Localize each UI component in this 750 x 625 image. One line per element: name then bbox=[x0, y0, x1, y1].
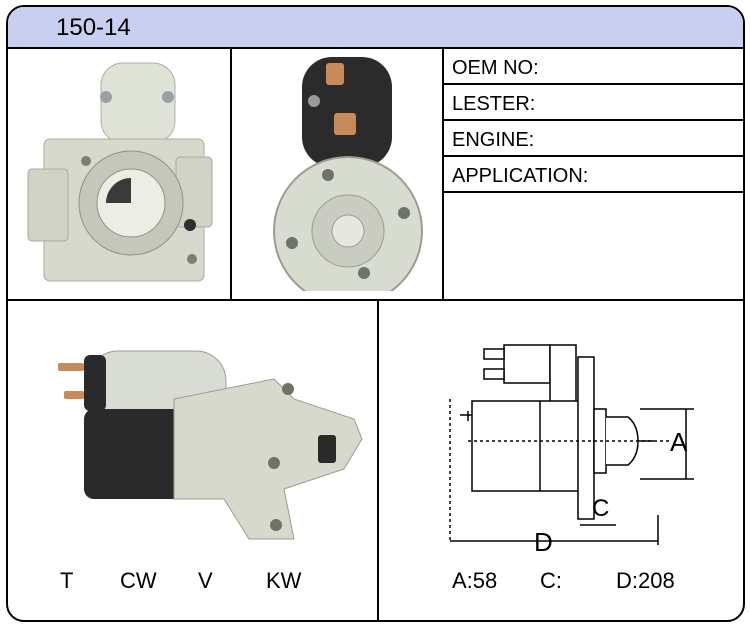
dimension-diagram bbox=[449, 344, 694, 545]
divider bbox=[377, 299, 379, 620]
engine-label: ENGINE: bbox=[452, 129, 535, 151]
spec-t: T bbox=[60, 568, 74, 593]
divider bbox=[230, 47, 232, 301]
oem-no-label: OEM NO: bbox=[452, 57, 539, 79]
spec-v: V bbox=[198, 568, 213, 593]
divider bbox=[442, 155, 743, 157]
divider bbox=[442, 191, 743, 193]
divider bbox=[442, 83, 743, 85]
starter-side-photo bbox=[58, 350, 363, 540]
divider bbox=[8, 299, 743, 301]
part-number-title: 150-14 bbox=[56, 14, 131, 41]
spec-kw: KW bbox=[266, 568, 302, 593]
dim-d-label: D bbox=[534, 527, 553, 557]
spec-a: A:58 bbox=[452, 568, 498, 593]
product-sheet: 150-14 OEM NO: LESTER: ENGINE: APPLICATI… bbox=[6, 5, 745, 622]
dim-a-label: A bbox=[670, 427, 688, 457]
lester-label: LESTER: bbox=[452, 93, 536, 115]
spec-c: C: bbox=[540, 568, 562, 593]
spec-cw: CW bbox=[120, 568, 157, 593]
dim-c-label: C bbox=[592, 495, 610, 522]
divider bbox=[442, 119, 743, 121]
starter-rear-photo bbox=[273, 57, 423, 291]
application-label: APPLICATION: bbox=[452, 165, 589, 187]
header-bar: 150-14 bbox=[8, 7, 743, 49]
starter-front-photo bbox=[27, 62, 213, 282]
spec-d: D:208 bbox=[616, 568, 675, 593]
divider bbox=[442, 47, 444, 301]
